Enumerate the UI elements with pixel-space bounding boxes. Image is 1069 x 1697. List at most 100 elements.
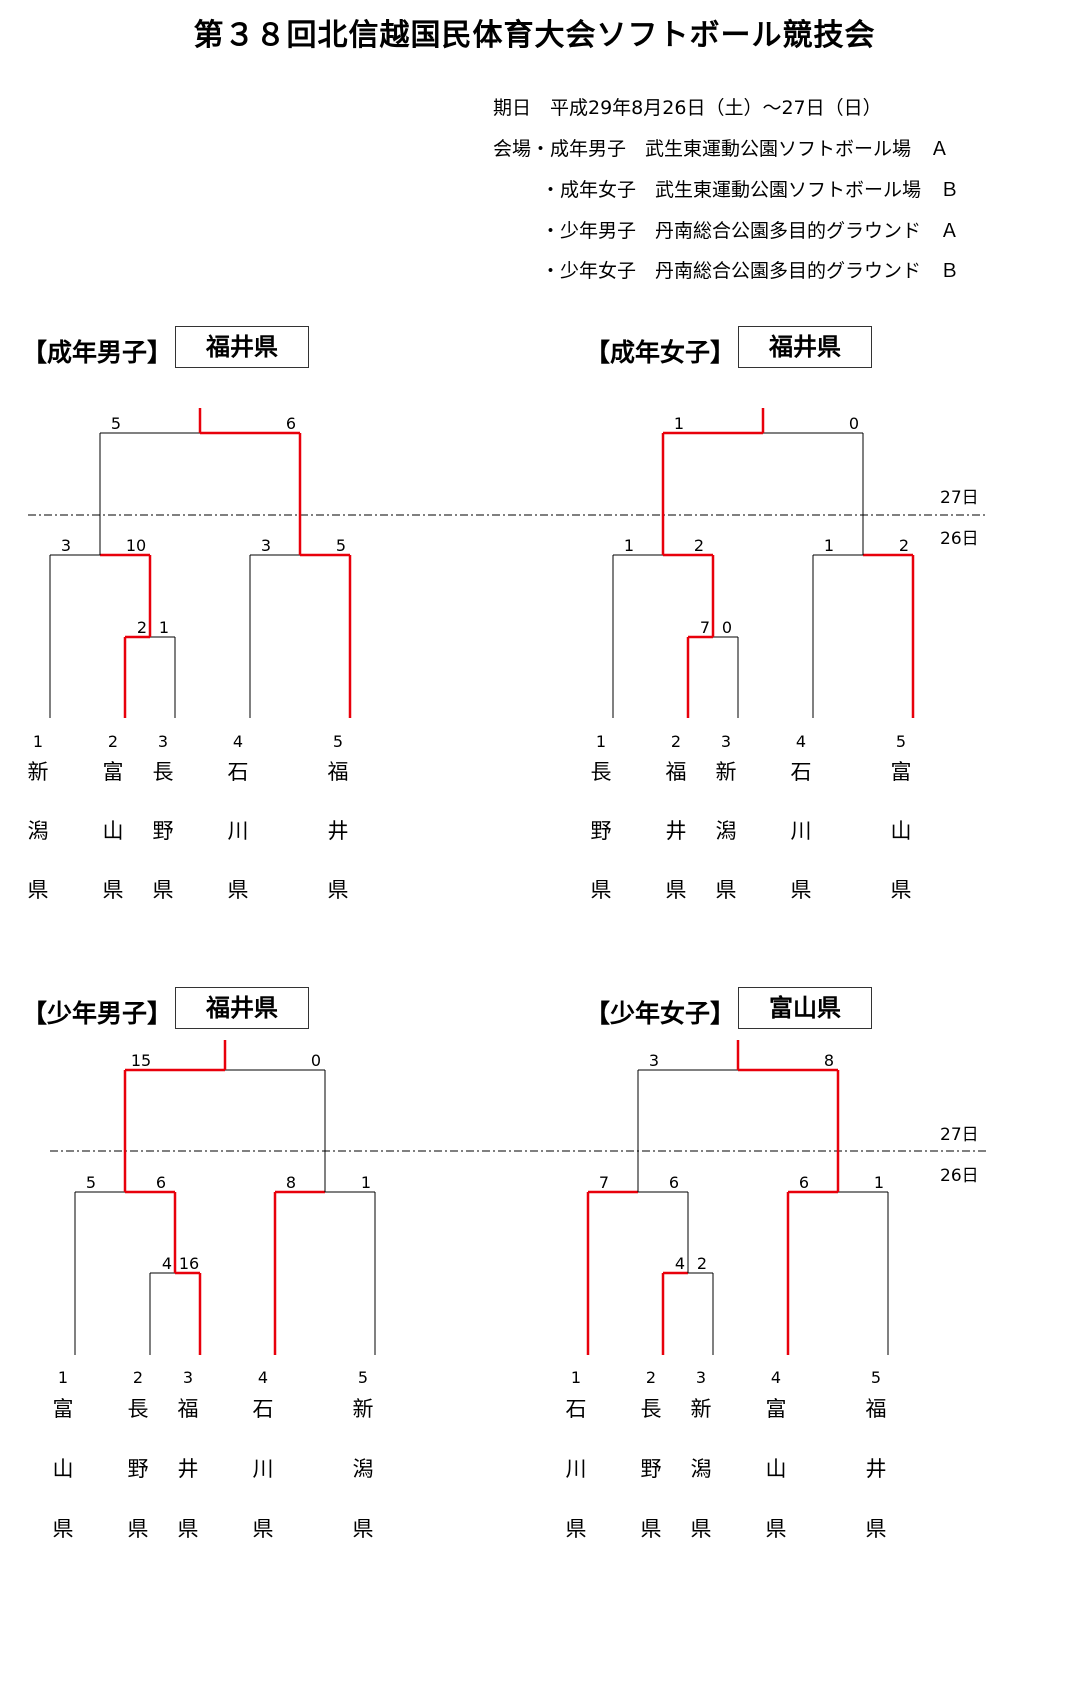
youth-girls-team-5-char-3: 県 — [866, 1517, 887, 1541]
adult-women-team-5-seed: 5 — [896, 732, 906, 751]
adult-women-team-3-char-3: 県 — [716, 878, 737, 902]
adult-women-score-sf1-right: 2 — [694, 536, 704, 555]
youth-boys-score-sf1-left: 5 — [86, 1173, 96, 1192]
winner-box-adult-men: 福井県 — [175, 326, 309, 368]
youth-boys-team-4-char-3: 県 — [253, 1517, 274, 1541]
adult-women-team-2-char-1: 福 — [666, 760, 687, 784]
adult-men-team-5-char-1: 福 — [328, 760, 349, 784]
youth-boys-team-2-char-1: 長 — [128, 1397, 149, 1421]
adult-women-team-1-char-1: 長 — [591, 760, 612, 784]
adult-men-score-sf1-left: 3 — [61, 536, 71, 555]
youth-boys-team-3-char-2: 井 — [178, 1457, 199, 1481]
youth-girls-team-2-seed: 2 — [646, 1368, 656, 1387]
youth-girls-team-5-char-1: 福 — [866, 1397, 887, 1421]
youth-boys-team-1-seed: 1 — [58, 1368, 68, 1387]
adult-men-team-5-char-2: 井 — [328, 819, 349, 843]
youth-boys-team-1-char-1: 富 — [53, 1397, 74, 1421]
adult-men-team-1-char-2: 潟 — [28, 819, 49, 843]
youth-girls-team-4-char-2: 山 — [766, 1457, 787, 1481]
adult-men-score-r1-left: 2 — [137, 618, 147, 637]
day-label-27-bottom: 27日 — [940, 1125, 979, 1145]
adult-men-team-4-seed: 4 — [233, 732, 243, 751]
adult-women-team-5-char-2: 山 — [891, 819, 912, 843]
adult-men-score-sf2-right: 5 — [336, 536, 346, 555]
adult-men-score-final-right: 6 — [286, 414, 296, 433]
day-label-27-top: 27日 — [940, 488, 979, 508]
youth-girls-team-2-char-1: 長 — [641, 1397, 662, 1421]
adult-men-team-3-char-2: 野 — [153, 819, 174, 843]
adult-women-team-3-char-2: 潟 — [716, 819, 737, 843]
adult-men-team-4-char-2: 川 — [228, 819, 249, 843]
youth-boys-score-r1-left: 4 — [162, 1254, 172, 1273]
winner-box-youth-boys: 福井県 — [175, 987, 309, 1029]
adult-women-team-4-char-2: 川 — [791, 819, 812, 843]
youth-girls-team-2-char-3: 県 — [641, 1517, 662, 1541]
youth-boys-score-sf1-right: 6 — [156, 1173, 166, 1192]
adult-women-team-2-seed: 2 — [671, 732, 681, 751]
youth-boys-score-sf2-right: 1 — [361, 1173, 371, 1192]
youth-girls-team-5-seed: 5 — [871, 1368, 881, 1387]
adult-men-team-2-char-1: 富 — [103, 760, 124, 784]
venue-line-1: 会場・成年男子 武生東運動公園ソフトボール場 Ａ — [493, 138, 950, 160]
page-title: 第３８回北信越国民体育大会ソフトボール競技会 — [193, 18, 876, 53]
youth-girls-team-2-char-2: 野 — [641, 1457, 662, 1481]
adult-men-team-5-seed: 5 — [333, 732, 343, 751]
section-label-youth-girls: 【少年女子】 — [585, 999, 736, 1028]
youth-boys-team-1-char-3: 県 — [53, 1517, 74, 1541]
adult-women-score-r1-right: 0 — [722, 618, 732, 637]
youth-girls-team-4-seed: 4 — [771, 1368, 781, 1387]
youth-boys-score-sf2-left: 8 — [286, 1173, 296, 1192]
youth-girls-team-3-char-3: 県 — [691, 1517, 712, 1541]
adult-women-team-3-char-1: 新 — [716, 760, 737, 784]
adult-women-team-3-seed: 3 — [721, 732, 731, 751]
youth-boys-score-final-right: 0 — [311, 1051, 321, 1070]
youth-girls-team-3-seed: 3 — [696, 1368, 706, 1387]
youth-boys-team-2-char-2: 野 — [128, 1457, 149, 1481]
adult-men-team-2-seed: 2 — [108, 732, 118, 751]
venue-line-4: ・少年女子 丹南総合公園多目的グラウンド Ｂ — [541, 260, 960, 282]
winner-box-adult-women: 福井県 — [738, 326, 872, 368]
youth-boys-score-final-left: 15 — [131, 1051, 151, 1070]
adult-men-score-sf2-left: 3 — [261, 536, 271, 555]
adult-men-team-4-char-3: 県 — [228, 878, 249, 902]
winner-box-youth-girls: 富山県 — [738, 987, 872, 1029]
adult-women-team-5-char-1: 富 — [891, 760, 912, 784]
youth-girls-score-sf2-left: 6 — [799, 1173, 809, 1192]
youth-girls-team-5-char-2: 井 — [866, 1457, 887, 1481]
venue-line-2: ・成年女子 武生東運動公園ソフトボール場 Ｂ — [541, 179, 960, 201]
adult-men-team-1-seed: 1 — [33, 732, 43, 751]
event-date: 期日 平成29年8月26日（土）～27日（日） — [493, 97, 882, 119]
adult-women-score-sf2-right: 2 — [899, 536, 909, 555]
youth-girls-score-final-left: 3 — [649, 1051, 659, 1070]
youth-girls-team-1-char-1: 石 — [566, 1397, 587, 1421]
youth-boys-team-2-char-3: 県 — [128, 1517, 149, 1541]
youth-girls-score-r1-right: 2 — [697, 1254, 707, 1273]
adult-men-team-1-char-1: 新 — [28, 760, 49, 784]
youth-boys-team-3-char-3: 県 — [178, 1517, 199, 1541]
adult-men-score-final-left: 5 — [111, 414, 121, 433]
youth-girls-score-sf1-left: 7 — [599, 1173, 609, 1192]
day-label-26-top: 26日 — [940, 529, 979, 549]
adult-women-team-1-char-3: 県 — [591, 878, 612, 902]
youth-boys-team-1-char-2: 山 — [53, 1457, 74, 1481]
youth-girls-team-3-char-2: 潟 — [691, 1457, 712, 1481]
youth-boys-team-5-char-3: 県 — [353, 1517, 374, 1541]
adult-men-score-sf1-right: 10 — [126, 536, 146, 555]
youth-girls-score-sf2-right: 1 — [874, 1173, 884, 1192]
adult-women-team-4-char-3: 県 — [791, 878, 812, 902]
adult-women-team-2-char-3: 県 — [666, 878, 687, 902]
adult-men-team-3-char-3: 県 — [153, 878, 174, 902]
youth-girls-team-4-char-1: 富 — [766, 1397, 787, 1421]
youth-girls-team-1-char-3: 県 — [566, 1517, 587, 1541]
adult-women-score-r1-left: 7 — [700, 618, 710, 637]
adult-men-team-2-char-3: 県 — [103, 878, 124, 902]
section-label-youth-boys: 【少年男子】 — [22, 999, 173, 1028]
youth-boys-team-2-seed: 2 — [133, 1368, 143, 1387]
adult-men-team-4-char-1: 石 — [228, 760, 249, 784]
adult-women-score-sf2-left: 1 — [824, 536, 834, 555]
youth-boys-team-5-seed: 5 — [358, 1368, 368, 1387]
youth-boys-team-4-char-1: 石 — [253, 1397, 274, 1421]
youth-girls-team-1-seed: 1 — [571, 1368, 581, 1387]
